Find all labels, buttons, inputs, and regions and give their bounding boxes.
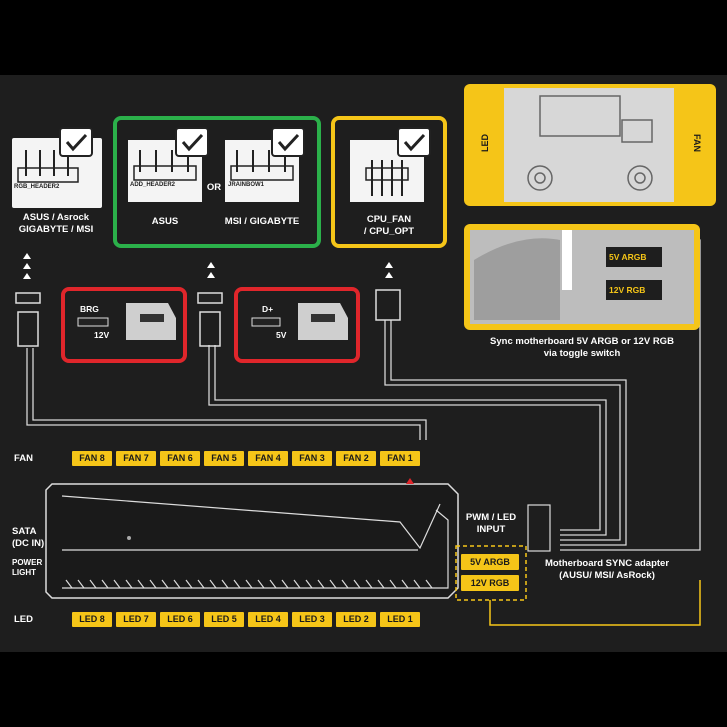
- argb-connector-voltage: 5V: [276, 330, 287, 340]
- rgb-connector-name: BRG: [80, 304, 99, 314]
- toggle-5v-argb: 5V ARGB: [609, 252, 647, 262]
- fan-1-label: FAN 1: [380, 451, 420, 466]
- pwm-led-input-label: PWM / LED INPUT: [465, 512, 517, 535]
- hub-body: [45, 478, 459, 599]
- cable-1b: [32, 348, 427, 440]
- cable-2b: [214, 345, 607, 536]
- fan-3-label: FAN 3: [292, 451, 332, 466]
- fan-5-label: FAN 5: [204, 451, 244, 466]
- led-8-label: LED 8: [72, 612, 112, 627]
- arrows: [23, 253, 393, 279]
- rgb-connector-voltage: 12V: [94, 330, 110, 340]
- header-msi: [225, 127, 305, 202]
- led-6-label: LED 6: [160, 612, 200, 627]
- green-frame: [113, 116, 321, 248]
- label-cpu: CPU_FAN / CPU_OPT: [363, 214, 415, 237]
- label-msi-gigabyte: MSI / GIGABYTE: [224, 216, 300, 227]
- power-light-label: POWER LIGHT: [12, 558, 43, 577]
- red-frame-argb: [234, 287, 360, 363]
- label-asus-asrock: ASUS / Asrock GIGABYTE / MSI: [18, 212, 94, 235]
- hub-mode-12v-rgb: 12V RGB: [461, 575, 519, 591]
- cable-2: [208, 345, 601, 531]
- bottom-letterbox: [0, 652, 727, 727]
- led-1-label: LED 1: [380, 612, 420, 627]
- header-asus: [128, 127, 209, 202]
- top-letterbox: [0, 0, 727, 75]
- led-2-label: LED 2: [336, 612, 376, 627]
- adapter-fan-label: FAN: [692, 134, 702, 152]
- pwm-port: [527, 504, 551, 552]
- yellow-frame-cpu: [331, 116, 447, 248]
- header-asus-asrock: [12, 127, 102, 208]
- header-cpu: [350, 127, 431, 202]
- rgb-plug-shapes: [77, 303, 176, 340]
- sync-adapter-caption: Motherboard SYNC adapter (AUSU/ MSI/ AsR…: [544, 558, 670, 581]
- led-5-label: LED 5: [204, 612, 244, 627]
- fan-2-label: FAN 2: [336, 451, 376, 466]
- pin-label-jrainbow1: JRAINBOW1: [228, 182, 265, 188]
- adapter-led-label: LED: [480, 134, 490, 152]
- mode-link: [489, 580, 701, 626]
- fan-8-label: FAN 8: [72, 451, 112, 466]
- fan-4-label: FAN 4: [248, 451, 288, 466]
- sata-label: SATA (DC IN): [12, 526, 45, 549]
- led-4-label: LED 4: [248, 612, 288, 627]
- led-7-label: LED 7: [116, 612, 156, 627]
- fan-row-label: FAN: [14, 453, 33, 464]
- connector-3-body: [375, 289, 401, 321]
- led-3-label: LED 3: [292, 612, 332, 627]
- connector-1-body: [17, 311, 39, 347]
- led-strip: LED 8 LED 7 LED 6 LED 5 LED 4 LED 3 LED …: [72, 612, 420, 627]
- pin-label-rgb-header2: RGB_HEADER2: [14, 184, 60, 190]
- fan-strip: FAN 8 FAN 7 FAN 6 FAN 5 FAN 4 FAN 3 FAN …: [72, 451, 420, 466]
- cable-1: [26, 348, 421, 440]
- argb-plug-shapes: [251, 303, 348, 340]
- connector-2-plug: [197, 292, 223, 304]
- adapter-board-pcb: [504, 88, 674, 202]
- led-row-label: LED: [14, 614, 33, 625]
- mode-dashed-frame: [455, 545, 527, 601]
- pin-label-add-header2: ADD_HEADER2: [130, 182, 176, 188]
- hub-stripes: [65, 579, 433, 589]
- toggle-caption: Sync motherboard 5V ARGB or 12V RGB via …: [490, 336, 674, 359]
- fan-7-label: FAN 7: [116, 451, 156, 466]
- label-or: OR: [206, 182, 222, 193]
- hub-mode-5v-argb: 5V ARGB: [461, 554, 519, 570]
- connector-1-plug: [15, 292, 41, 304]
- connector-2-body: [199, 311, 221, 347]
- cable-3: [384, 320, 621, 541]
- argb-connector-name: D+: [262, 304, 274, 314]
- red-frame-rgb: [61, 287, 187, 363]
- cable-3b: [390, 320, 627, 546]
- fan-6-label: FAN 6: [160, 451, 200, 466]
- label-asus: ASUS: [151, 216, 179, 227]
- toggle-12v-rgb: 12V RGB: [609, 285, 646, 295]
